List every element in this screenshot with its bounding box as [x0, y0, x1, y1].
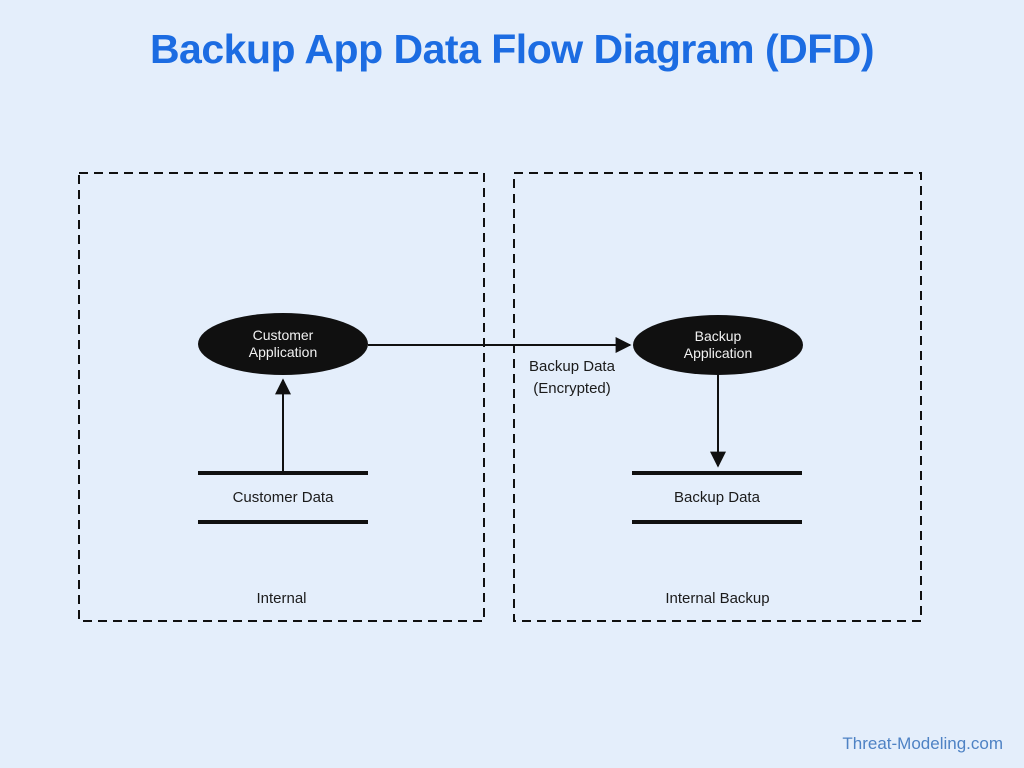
datastore-customer-data: Customer Data [198, 471, 368, 524]
process-backup-application: Backup Application [633, 315, 803, 375]
process-label-line: Application [683, 345, 753, 361]
datastore-top-line [198, 471, 368, 475]
flow-label-line: (Encrypted) [533, 380, 611, 397]
datastore-top-line [632, 471, 802, 475]
boundary-label-internal: Internal [256, 590, 307, 607]
datastore-backup-data: Backup Data [632, 471, 802, 524]
process-label-line: Application [248, 344, 318, 360]
datastore-label: Customer Data [232, 489, 334, 506]
datastore-label: Backup Data [674, 489, 760, 506]
page-title: Backup App Data Flow Diagram (DFD) [149, 26, 875, 72]
trust-boundary-internal [78, 172, 485, 622]
process-label-line: Customer [252, 327, 314, 343]
boundary-label-internal-backup: Internal Backup [665, 590, 770, 607]
watermark-threat-modeling: Threat-Modeling.com [842, 734, 1003, 753]
datastore-bottom-line [198, 520, 368, 524]
process-label-line: Backup [694, 328, 742, 344]
flow-label-line: Backup Data [529, 358, 615, 375]
process-customer-application: Customer Application [198, 313, 368, 375]
datastore-bottom-line [632, 520, 802, 524]
flow-label-backup-data: Backup Data (Encrypted) [487, 356, 657, 400]
